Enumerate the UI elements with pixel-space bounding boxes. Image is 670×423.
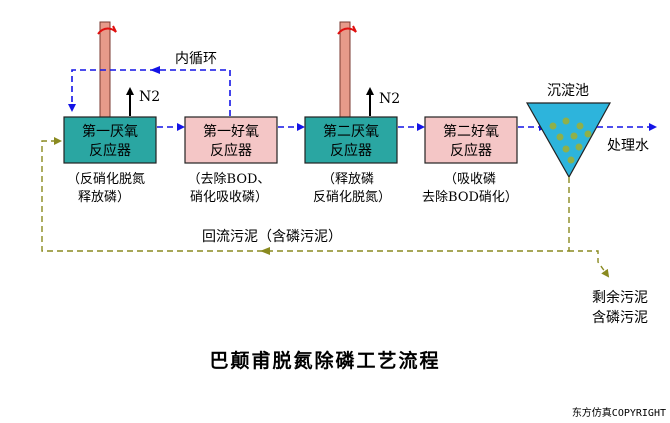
diagram-title: 巴颠甫脱氮除磷工艺流程 [209, 349, 440, 372]
tank-label-line2: 反应器 [450, 142, 492, 159]
return-sludge-arrow [260, 247, 270, 255]
tank-label-line2: 反应器 [210, 142, 252, 159]
tank-note-line1: （释放磷 [322, 172, 374, 187]
tank-note-line2: 硝化吸收磷） [190, 190, 268, 205]
tank-first-anoxic: 第一厌氧 反应器 [63, 116, 157, 164]
tank-label-line1: 第二好氧 [443, 123, 499, 140]
excess-sludge-line1: 剩余污泥 [592, 289, 648, 306]
gas-label-2: N2 [379, 91, 400, 107]
excess-sludge-line [569, 250, 610, 278]
gas-label-1: N2 [139, 89, 160, 105]
tank-label-line1: 第二厌氧 [323, 123, 379, 140]
swirl-icon [337, 25, 357, 35]
excess-sludge-line2: 含磷污泥 [592, 310, 648, 326]
tank-note-line1: （去除BOD、 [188, 172, 271, 187]
tank-note-line1: （反硝化脱氮 [67, 172, 145, 187]
swirl-icon [97, 25, 117, 35]
clarifier-label: 沉淀池 [547, 83, 589, 99]
tank-label-line1: 第一好氧 [203, 123, 259, 140]
tank-first-aerobic: 第一好氧 反应器 [184, 116, 278, 164]
tank-label-line2: 反应器 [89, 142, 131, 159]
tank-label-line1: 第一厌氧 [82, 123, 138, 140]
effluent-label: 处理水 [607, 138, 649, 154]
tank-note-line1: （吸收磷 [444, 172, 496, 187]
copyright-note: 东方仿真COPYRIGHT [572, 406, 666, 419]
tank-note-line2: 去除BOD硝化） [422, 190, 518, 205]
tank-second-anoxic: 第二厌氧 反应器 [304, 116, 398, 164]
return-sludge-label: 回流污泥（含磷污泥） [202, 229, 342, 245]
tank-second-aerobic: 第二好氧 反应器 [424, 116, 518, 164]
tank-label-line2: 反应器 [330, 142, 372, 159]
internal-recycle-label: 内循环 [175, 51, 217, 67]
return-sludge-line [41, 137, 570, 252]
tank-note-line2: 反硝化脱氮） [313, 190, 391, 205]
tank-note-line2: 释放磷） [78, 190, 130, 205]
internal-recycle-arrow [150, 66, 160, 74]
vent-pipe-2 [339, 21, 351, 119]
clarifier-tank [525, 102, 612, 179]
